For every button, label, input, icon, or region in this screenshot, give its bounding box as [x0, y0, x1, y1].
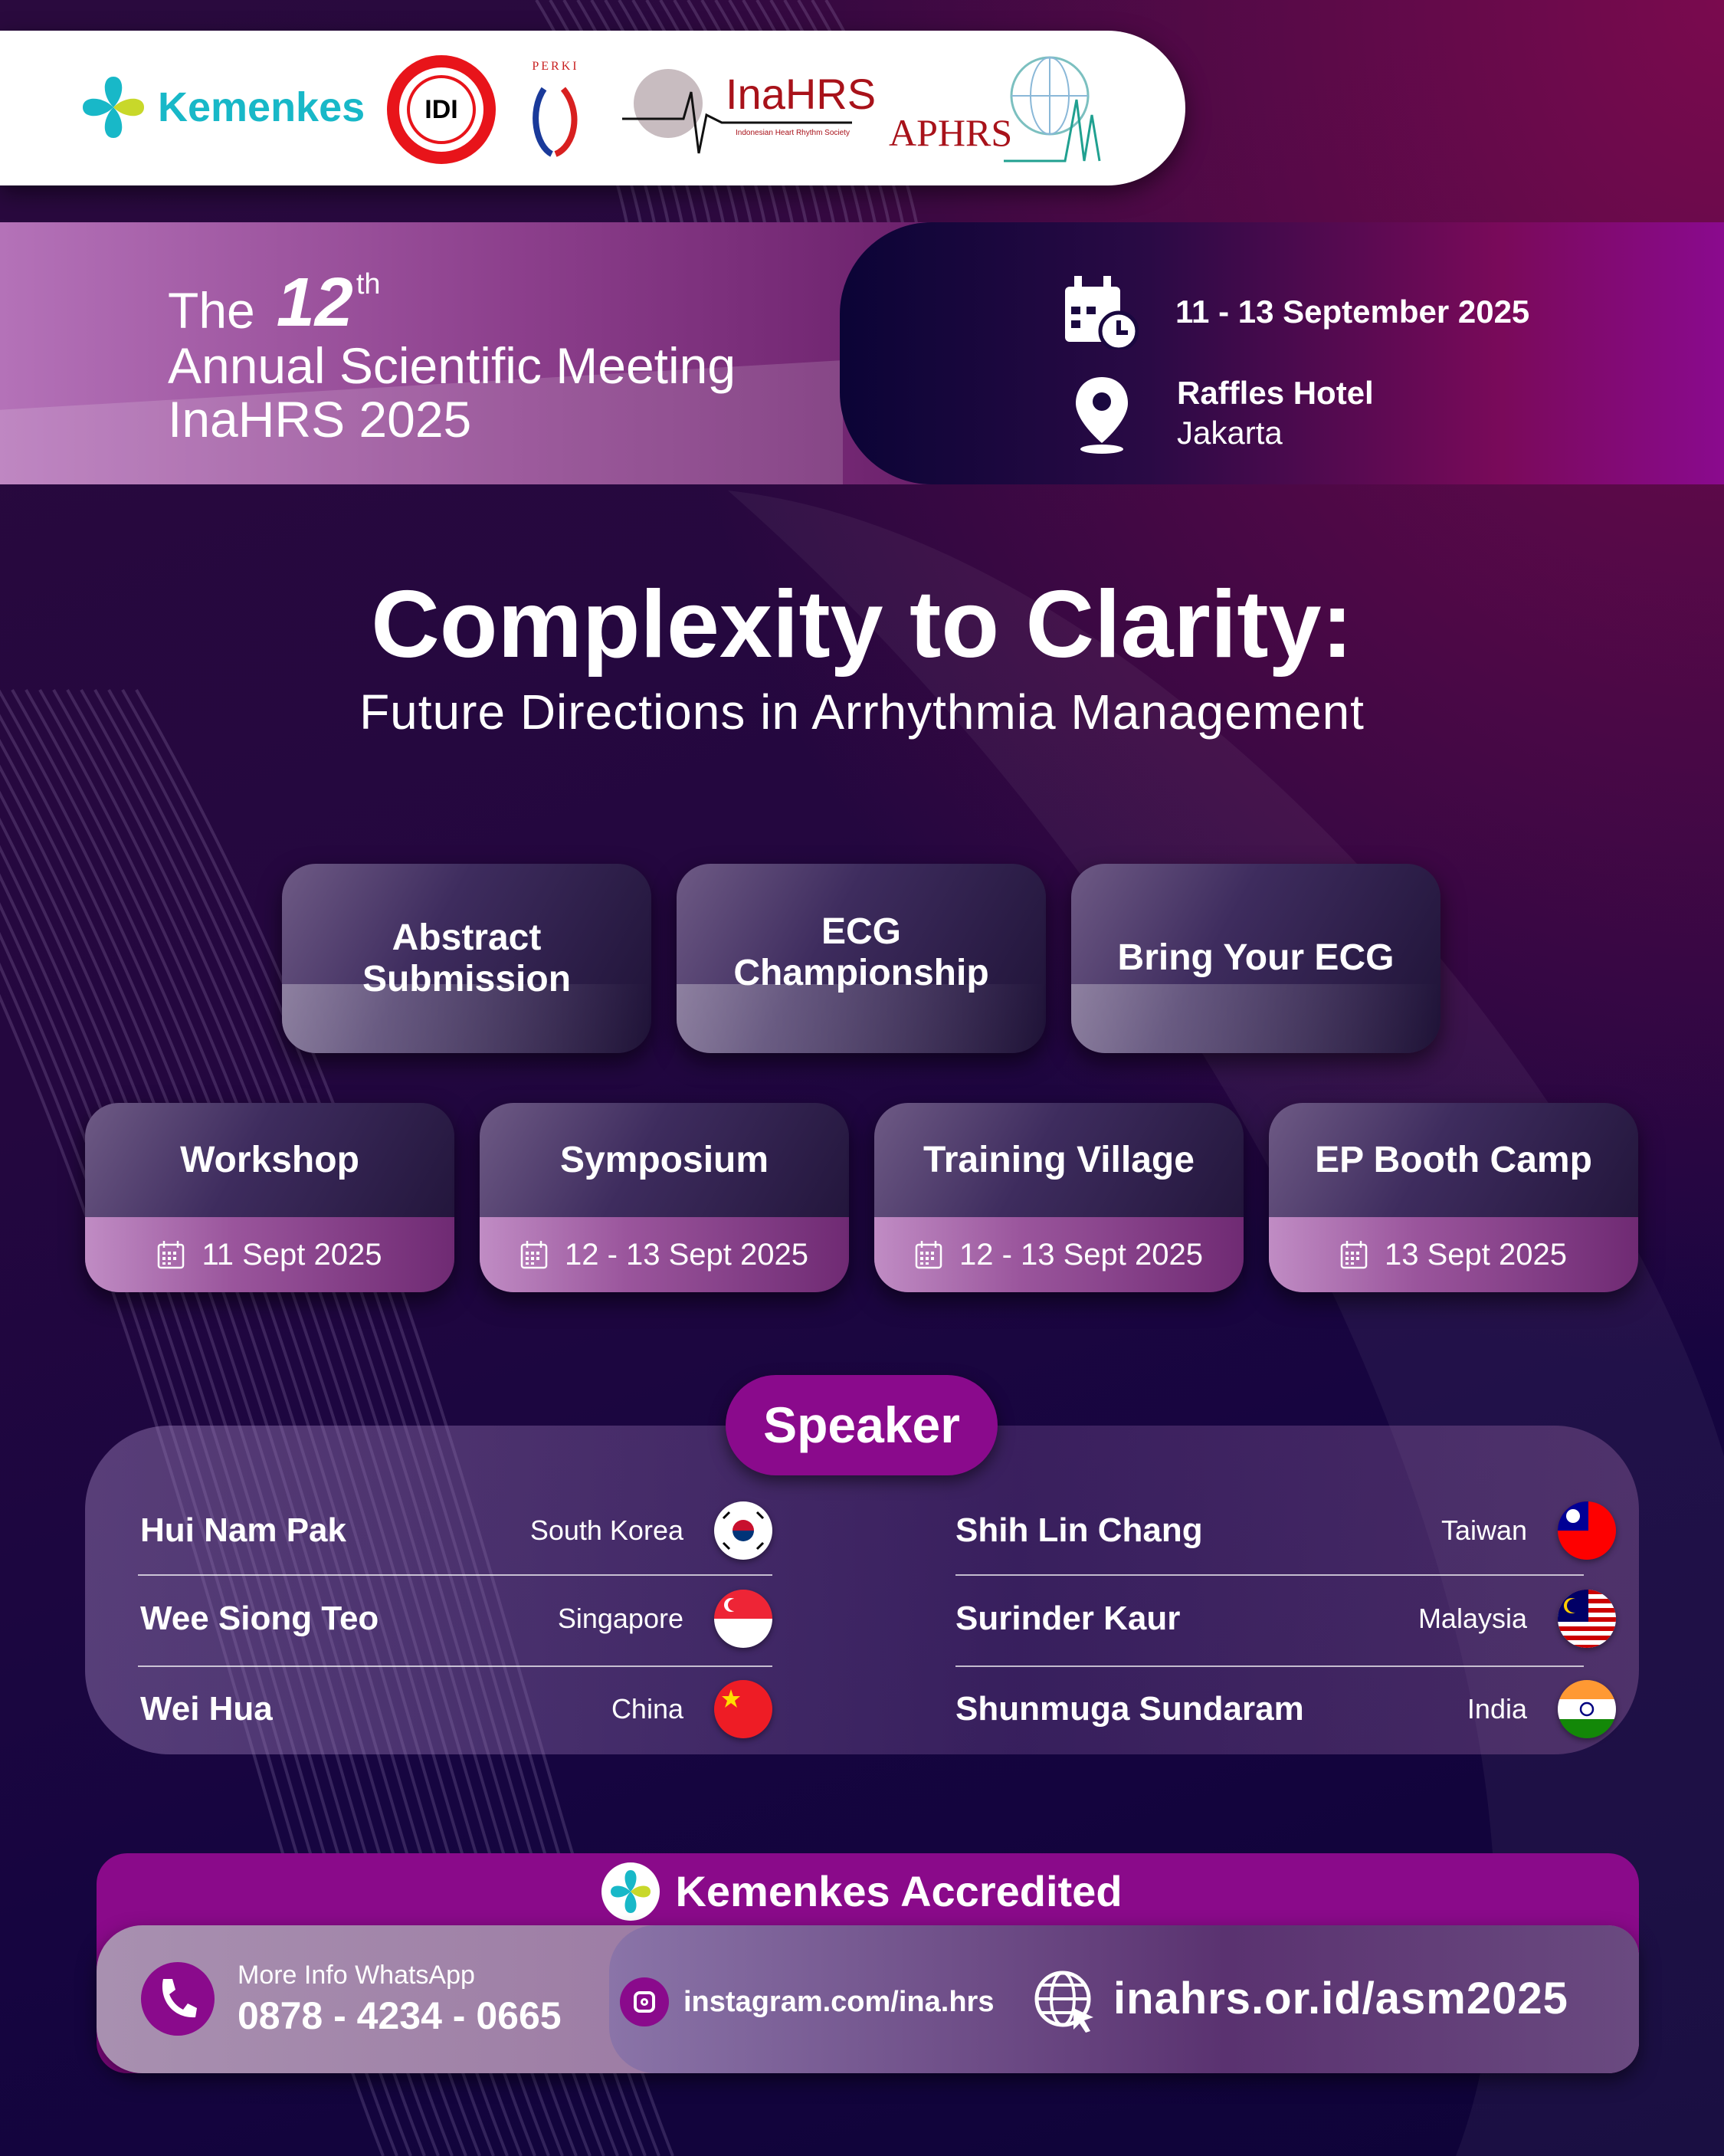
perki-logo: PERKI [529, 60, 582, 159]
calendar-icon [158, 1241, 185, 1269]
event-date: 11 - 13 September 2025 [1175, 294, 1530, 330]
flag-tw-icon [1558, 1501, 1616, 1560]
activity-card-bring-your-ecg[interactable]: Bring Your ECG [1071, 864, 1440, 1053]
partner-logo-bar: Kemenkes IDI PERKI InaHRS Indonesian Hea… [0, 31, 1185, 185]
accreditation-heading: Kemenkes Accredited [0, 1861, 1724, 1922]
divider [138, 1665, 772, 1667]
inahrs-logo: InaHRS Indonesian Heart Rhythm Society [622, 61, 876, 161]
flag-cn-icon [714, 1680, 772, 1738]
flag-sg-icon [714, 1590, 772, 1648]
instagram-link[interactable]: instagram.com/ina.hrs [683, 1986, 995, 2018]
speaker-heading: Speaker [726, 1375, 998, 1475]
divider [138, 1574, 772, 1576]
calendar-icon [915, 1241, 942, 1269]
theme-title: Complexity to Clarity: [371, 572, 1353, 678]
phone-icon [141, 1962, 215, 2036]
divider [955, 1665, 1584, 1667]
event-title-line2: Annual Scientific Meeting [168, 337, 736, 394]
event-venue: Raffles Hotel [1177, 375, 1374, 411]
event-title-line3: InaHRS 2025 [168, 391, 472, 448]
whatsapp-label: More Info WhatsApp [238, 1961, 475, 1990]
speaker-panel [85, 1426, 1639, 1754]
event-city: Jakarta [1177, 415, 1283, 451]
calendar-icon [520, 1241, 548, 1269]
date-venue-panel [840, 222, 1724, 484]
event-title-line1: The 12 th [168, 264, 381, 341]
kemenkes-icon [83, 77, 144, 138]
location-pin-icon [1076, 377, 1128, 454]
flag-my-icon [1558, 1590, 1616, 1648]
flag-in-icon [1558, 1680, 1616, 1738]
activity-card-ecg-championship[interactable]: ECG Championship [677, 864, 1046, 1053]
idi-logo: IDI [387, 55, 496, 164]
calendar-icon [1340, 1241, 1368, 1269]
kemenkes-icon [601, 1862, 660, 1921]
globe-cursor-icon [1034, 1971, 1093, 2033]
website-link[interactable]: inahrs.or.id/asm2025 [1113, 1974, 1568, 2023]
instagram-icon [620, 1977, 669, 2026]
activity-card-abstract-submission[interactable]: Abstract Submission [282, 864, 651, 1053]
calendar-clock-icon [1065, 276, 1139, 349]
flag-kr-icon [714, 1501, 772, 1560]
aphrs-logo: APHRS [889, 54, 1111, 169]
kemenkes-logo: Kemenkes [83, 77, 365, 138]
divider [955, 1574, 1584, 1576]
whatsapp-number[interactable]: 0878 - 4234 - 0665 [238, 1994, 562, 2037]
contact-panel: More Info WhatsApp 0878 - 4234 - 0665 in… [97, 1925, 1639, 2073]
theme-subtitle: Future Directions in Arrhythmia Manageme… [359, 684, 1365, 740]
